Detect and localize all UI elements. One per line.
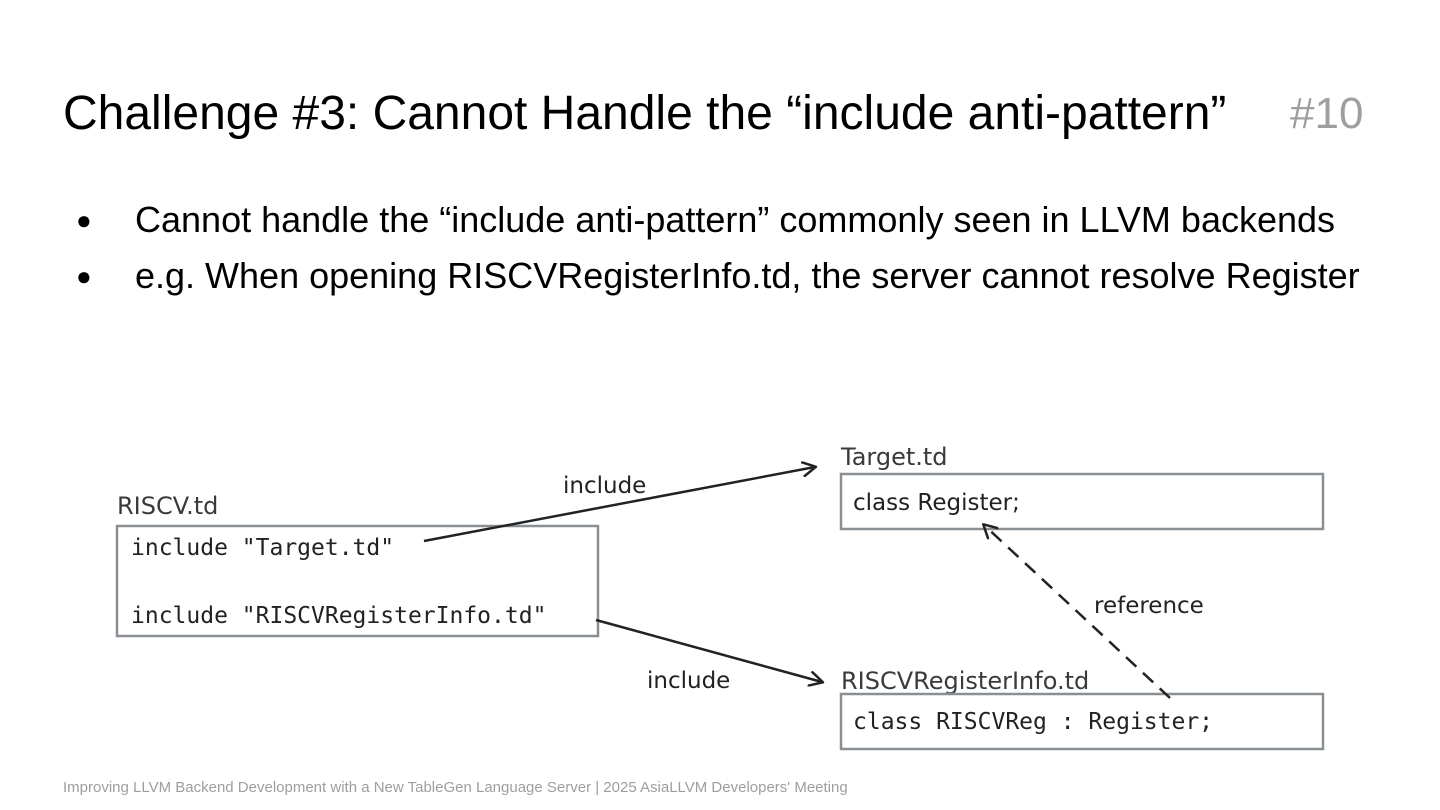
bullet-item: ● Cannot handle the “include anti-patter… [70, 192, 1390, 248]
edge-arrow [984, 525, 1171, 699]
node-label: Target.td [840, 443, 948, 471]
node-riscv-reginfo-td: RISCVRegisterInfo.td class RISCVReg : Re… [839, 667, 1325, 751]
bullet-item: ● e.g. When opening RISCVRegisterInfo.td… [70, 248, 1390, 304]
slide-title: Challenge #3: Cannot Handle the “include… [63, 87, 1227, 140]
edge-label: include [647, 668, 730, 694]
node-box [839, 692, 1325, 751]
edge-include-target: include [423, 467, 815, 543]
slide-number: #10 [1290, 89, 1364, 138]
node-label: RISCV.td [117, 492, 218, 520]
code-line: include "Target.td" [131, 535, 394, 561]
edge-arrow [423, 467, 815, 543]
code-line: class RISCVReg : Register; [853, 709, 1213, 735]
slide-footer: Improving LLVM Backend Development with … [63, 779, 848, 796]
edge-include-reginfo: include [595, 618, 822, 694]
edge-label: include [563, 473, 646, 499]
node-riscv-td: RISCV.td include "Target.td" include "RI… [115, 492, 600, 638]
bullet-marker: ● [76, 261, 92, 291]
edge-arrow [595, 618, 822, 682]
code-line: include "RISCVRegisterInfo.td" [131, 603, 546, 629]
edge-reference: reference [984, 525, 1204, 699]
node-target-td: Target.td class Register; [839, 443, 1325, 531]
node-box [115, 524, 600, 638]
node-box [839, 472, 1325, 531]
bullet-text: e.g. When opening RISCVRegisterInfo.td, … [135, 255, 1360, 296]
bullet-marker: ● [76, 205, 92, 235]
edge-label: reference [1094, 593, 1204, 619]
node-label: RISCVRegisterInfo.td [841, 667, 1089, 695]
bullet-text: Cannot handle the “include anti-pattern”… [135, 199, 1336, 240]
code-line: class Register; [853, 490, 1020, 516]
bullet-list: ● Cannot handle the “include anti-patter… [70, 192, 1390, 304]
